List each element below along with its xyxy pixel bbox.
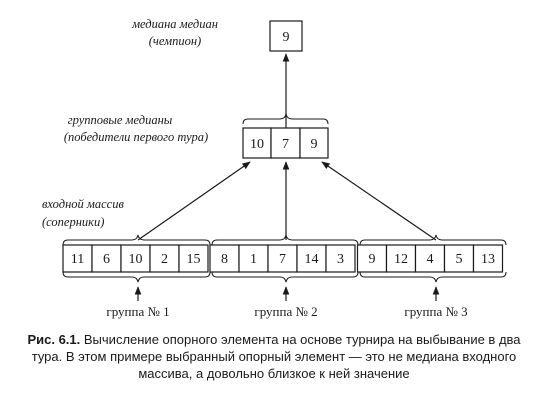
input-cell [267,244,298,273]
input-cell [472,244,504,273]
champion-label-line2: (чемпион) [149,34,201,48]
group3-top-brace [359,234,507,246]
input-value: 15 [187,252,201,267]
input-value: 6 [103,252,110,267]
input-cell [62,244,93,273]
input-value: 7 [279,252,286,267]
input-cell [325,244,356,273]
input-cell [356,244,388,273]
input-cell [414,244,446,273]
group-label-2: группа № 2 [254,304,317,319]
caption-number: Рис. 6.1. [27,332,81,347]
input-cell [209,244,240,273]
input-value: 10 [129,252,143,267]
input-cell [149,244,180,273]
tournament-diagram: медиана медиан (чемпион) 9 групповые мед… [42,17,507,319]
caption-text: Вычисление опорного элемента на основе т… [31,332,521,381]
champion-label-line1: медиана медиан [131,17,218,31]
input-value: 2 [161,252,168,267]
medians-label-line2: (победители первого тура) [64,130,208,144]
input-cell [443,244,475,273]
input-value: 1 [250,252,257,267]
medians-brace [242,113,329,125]
input-cell [385,244,417,273]
group-label-3: группа № 3 [404,304,467,319]
input-value: 8 [221,252,228,267]
group2-bottom-brace [211,271,359,283]
input-value: 9 [369,252,376,267]
input-value: 3 [337,252,344,267]
champion-box [269,20,303,52]
input-cell [91,244,122,273]
input-value: 11 [71,252,84,267]
median-box-3 [299,127,329,159]
input-cell [296,244,327,273]
group-label-1: группа № 1 [106,304,169,319]
input-cell [238,244,269,273]
median-value-2: 7 [282,137,289,152]
group3-bottom-brace [359,271,507,283]
input-array: 11 6 10 2 15 8 1 7 14 3 9 12 4 5 13 [62,244,504,273]
input-value: 14 [305,252,319,267]
median-boxes: 10 7 9 [242,127,329,159]
group2-top-brace [211,234,359,246]
input-label-line1: входной массив [42,197,124,211]
median-value-1: 10 [250,137,264,152]
median-value-3: 9 [311,137,318,152]
input-value: 5 [456,252,463,267]
arrow-group1-to-median [137,161,251,241]
input-value: 4 [427,252,434,267]
input-value: 13 [481,252,495,267]
champion-value: 9 [283,30,290,45]
input-value: 12 [394,252,408,267]
median-box-2 [270,127,301,159]
input-cell [178,244,209,273]
figure-caption: Рис. 6.1. Вычисление опорного элемента н… [14,331,534,382]
input-label-line2: (соперники) [42,215,104,229]
group1-bottom-brace [62,271,211,283]
medians-label-line1: групповые медианы [68,113,173,127]
group1-top-brace [62,234,211,246]
arrow-group3-to-median [321,161,437,241]
